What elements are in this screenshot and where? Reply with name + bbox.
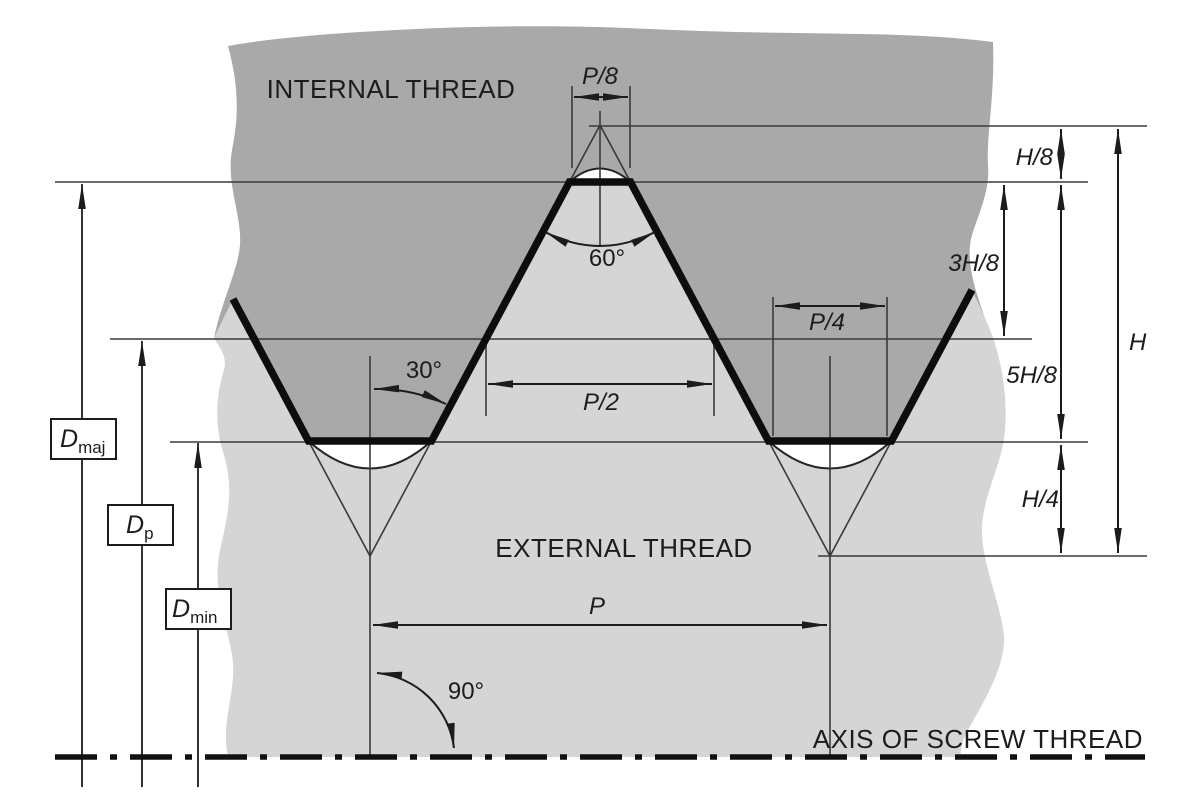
- p-label: P: [589, 593, 605, 620]
- dmaj-label: Dmaj: [60, 425, 105, 457]
- angle-30-arc: [373, 384, 447, 405]
- internal-thread-region: [214, 26, 994, 441]
- angle-90-arc: [376, 671, 455, 749]
- dmin-label: Dmin: [172, 595, 217, 627]
- external-thread-region: [214, 182, 1006, 757]
- p4-label: P/4: [809, 309, 845, 336]
- p8-label: P/8: [582, 63, 619, 90]
- internal-thread-label: INTERNAL THREAD: [267, 74, 516, 104]
- angle-90-label: 90°: [448, 678, 484, 705]
- thread-profile-line: [229, 178, 976, 445]
- h-label: H: [1129, 329, 1147, 356]
- angle-60-label: 60°: [589, 245, 625, 272]
- dmin-label-box: [165, 588, 232, 630]
- 3h8-label: 3H/8: [948, 250, 999, 277]
- h4-label: H/4: [1022, 486, 1059, 513]
- angle-30-label: 30°: [406, 357, 442, 384]
- 5h8-label: 5H/8: [1006, 362, 1057, 389]
- h8-label: H/8: [1016, 144, 1054, 171]
- axis-label: AXIS OF SCREW THREAD: [813, 724, 1143, 754]
- dp-label: Dp: [126, 511, 154, 543]
- dmaj-label-box: [50, 418, 117, 460]
- angle-60-arc: [544, 231, 656, 247]
- external-thread-label: EXTERNAL THREAD: [495, 533, 752, 563]
- dp-label-box: [107, 504, 174, 546]
- p2-label: P/2: [583, 389, 619, 416]
